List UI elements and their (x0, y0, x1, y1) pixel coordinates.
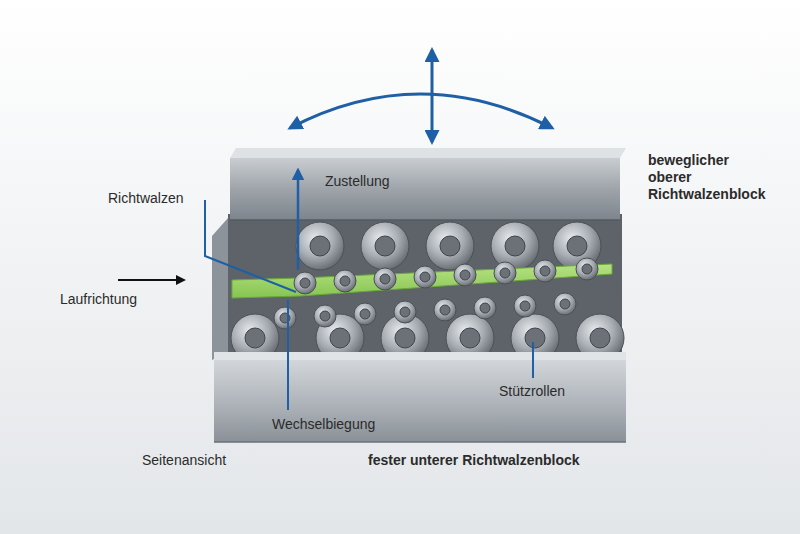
roll (296, 222, 344, 270)
roll (434, 299, 456, 321)
leader-line (287, 300, 289, 410)
roll-body (576, 258, 598, 280)
roll-body (434, 299, 456, 321)
roll (426, 222, 474, 270)
roll-hub (340, 276, 350, 286)
roll (514, 295, 536, 317)
roll-hub (500, 268, 510, 278)
direction-label: Laufrichtung (60, 291, 170, 308)
roll-hub (310, 236, 330, 256)
roll-hub (245, 328, 265, 348)
roll-body (454, 264, 476, 286)
roll-hub (395, 328, 415, 348)
lower-block (214, 360, 626, 442)
roll-body (296, 222, 344, 270)
upper-support-rolls (296, 222, 601, 270)
upper-block (230, 158, 620, 220)
roll-hub (420, 272, 430, 282)
lower-straightening-rolls (274, 293, 576, 329)
roll (394, 301, 416, 323)
roll (414, 266, 436, 288)
part-name: Richtwalzen (108, 190, 208, 207)
roll-hub (505, 236, 525, 256)
roll-hub (582, 264, 592, 274)
infeed-arrow (297, 170, 300, 270)
roll (554, 293, 576, 315)
roll-body (534, 260, 556, 282)
roll-body (426, 222, 474, 270)
lower-block-top (214, 352, 626, 360)
roll-body (491, 222, 539, 270)
roll-body (394, 301, 416, 323)
roll-hub (380, 274, 390, 284)
roll-body (361, 222, 409, 270)
roll-hub (375, 236, 395, 256)
roll (374, 268, 396, 290)
upper-straightening-rolls (294, 258, 598, 294)
direction-arrow (118, 279, 184, 281)
roll-hub (520, 301, 530, 311)
roll (474, 297, 496, 319)
part-name: beweglicher oberer Richtwalzenblock (648, 152, 774, 203)
roll-hub (400, 307, 410, 317)
roll-hub (560, 299, 570, 309)
roll-hub (440, 305, 450, 315)
roll-hub (460, 270, 470, 280)
roll (534, 260, 556, 282)
roll (576, 258, 598, 280)
tilt-arrow (290, 94, 552, 128)
part-name: fester unterer Richtwalzenblock (368, 452, 648, 469)
roll-hub (440, 236, 460, 256)
roll (274, 307, 296, 329)
roll-body (314, 305, 336, 327)
motion-arrow (431, 50, 434, 142)
roll-hub (360, 309, 370, 319)
leader-line (205, 200, 296, 292)
leader-line (532, 342, 534, 378)
roll-body (514, 295, 536, 317)
side-plate (212, 218, 228, 360)
roll-body (494, 262, 516, 284)
roll-body (274, 307, 296, 329)
block-edge (214, 441, 626, 443)
view-label: Seitenansicht (142, 452, 262, 469)
roll-hub (300, 278, 310, 288)
roll-body (354, 303, 376, 325)
roll-body (414, 266, 436, 288)
roll-hub (567, 236, 587, 256)
roll-hub (330, 328, 350, 348)
roll-body (294, 272, 316, 294)
roll-hub (320, 311, 330, 321)
roll (361, 222, 409, 270)
motion-label: Zustellung (325, 173, 435, 190)
roll-hub (525, 328, 545, 348)
part-name: Stützrollen (499, 383, 599, 400)
roll-body (374, 268, 396, 290)
effect-label: Wechselbiegung (272, 416, 402, 433)
roll (294, 272, 316, 294)
roll-body (554, 293, 576, 315)
roll (354, 303, 376, 325)
roll-body (334, 270, 356, 292)
roll-body (474, 297, 496, 319)
roll (334, 270, 356, 292)
roll-hub (460, 328, 480, 348)
roll-hub (540, 266, 550, 276)
upper-block-top (230, 148, 626, 158)
roll-hub (480, 303, 490, 313)
roll (454, 264, 476, 286)
roll-hub (590, 328, 610, 348)
roll (491, 222, 539, 270)
roll (314, 305, 336, 327)
roll (494, 262, 516, 284)
block-edge (230, 219, 620, 221)
